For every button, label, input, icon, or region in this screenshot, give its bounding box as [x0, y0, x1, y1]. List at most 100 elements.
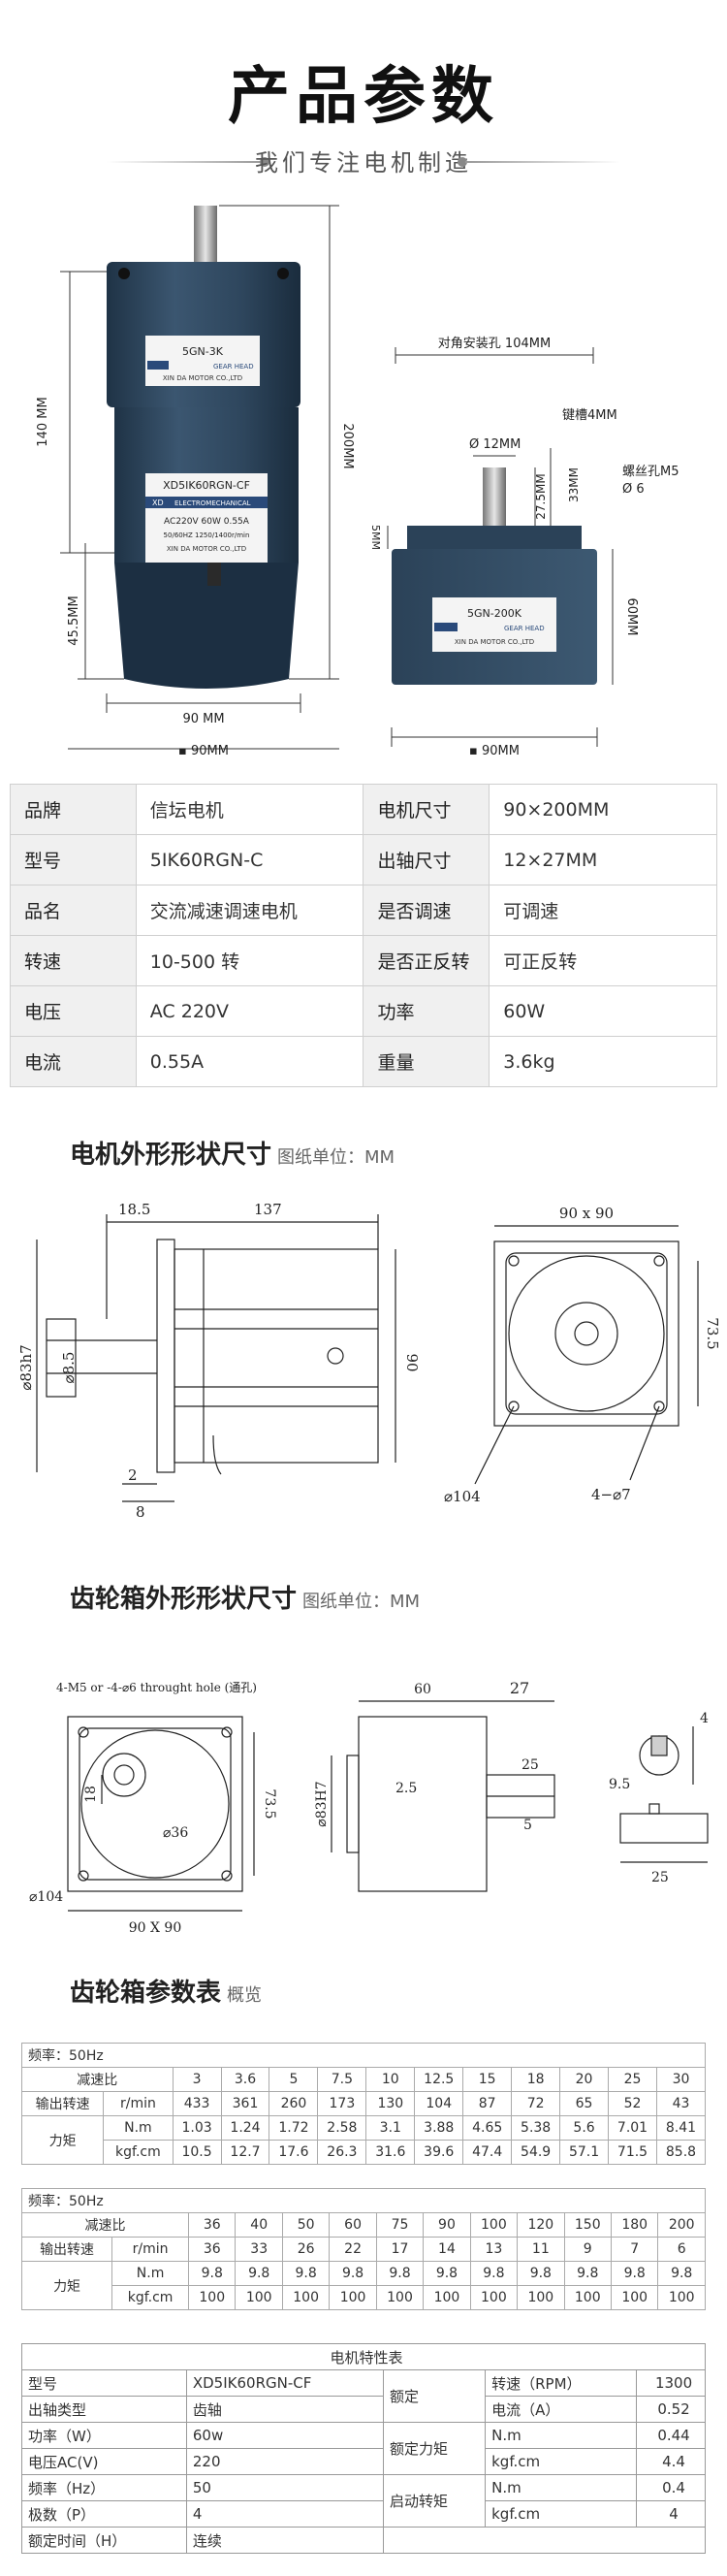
gear-nm-cell: 5.6	[559, 2115, 610, 2141]
gear-ratio-cell: 10	[365, 2067, 416, 2092]
header: 产品参数 我们专注电机制造	[0, 0, 727, 194]
spec-row: 品名交流减速调速电机是否调速可调速	[10, 885, 717, 936]
drawing-dim-137: 137	[254, 1201, 282, 1218]
gear-speed-cell: 7	[610, 2237, 659, 2262]
gear-speed-cell: 104	[414, 2091, 464, 2116]
gear-nm-unit: N.m	[103, 2115, 174, 2141]
gear-ratio-cell: 150	[563, 2212, 612, 2238]
gear-kgf-cell: 54.9	[511, 2140, 561, 2165]
motor-drawing: 18.5 137 ⌀83h7 ⌀8.5 90 2 8 90 x 90 73.5 …	[17, 1201, 721, 1521]
gear-drawing-title: 齿轮箱外形形状尺寸图纸单位：MM	[70, 1579, 420, 1615]
char-label-poles: 极数（P）	[21, 2500, 187, 2528]
gear-speed-label: 输出转速	[20, 2237, 113, 2262]
side-brand-text: GEAR HEAD	[504, 625, 545, 632]
spec-label: 品牌	[10, 784, 137, 835]
drawing-dim-83h7: ⌀83h7	[17, 1344, 35, 1390]
gear-nm-cell: 4.65	[462, 2115, 513, 2141]
gear-nm-cell: 1.72	[269, 2115, 319, 2141]
gear-nm-cell: 9.8	[469, 2261, 519, 2286]
gear-ratio-cell: 3.6	[220, 2067, 270, 2092]
gear-speed-cell: 72	[511, 2091, 561, 2116]
char-label-rpm: 转速（RPM）	[485, 2369, 638, 2397]
spec-label: 是否调速	[363, 885, 490, 936]
gear-ratio-cell: 15	[462, 2067, 513, 2092]
gear-speed-cell: 361	[220, 2091, 270, 2116]
gear-dim-90x90: 90 X 90	[129, 1920, 182, 1936]
char-label-freq: 频率（Hz）	[21, 2474, 187, 2501]
gear-kgf-cell: 100	[375, 2285, 425, 2310]
shaft	[194, 206, 217, 266]
gear-speed-label: 输出转速	[20, 2091, 105, 2116]
gear-kgf-cell: 100	[563, 2285, 612, 2310]
gear-nm-cell: 9.8	[657, 2261, 706, 2286]
spec-label: 功率	[363, 985, 490, 1037]
gear-speed-cell: 6	[657, 2237, 706, 2262]
gear-ratio-cell: 7.5	[317, 2067, 367, 2092]
spec-value: 12×27MM	[489, 834, 717, 886]
spec-label: 出轴尺寸	[363, 834, 490, 886]
dim-60: 60MM	[624, 598, 639, 636]
dim-140: 140 MM	[36, 397, 50, 446]
page-title: 产品参数	[228, 61, 499, 133]
gear-ratio-cell: 75	[375, 2212, 425, 2238]
motor-maker-text: XIN DA MOTOR CO.,LTD	[167, 545, 246, 553]
dim-200: 200MM	[340, 423, 355, 468]
gear-ratio-cell: 18	[511, 2067, 561, 2092]
char-value-duty: 连续	[185, 2527, 385, 2554]
drawing-dim-104: ⌀104	[444, 1488, 481, 1505]
dim-45-5: 45.5MM	[67, 596, 81, 645]
gear-drawing-title-text: 齿轮箱外形形状尺寸	[70, 1585, 298, 1614]
gear-kgf-cell: 100	[657, 2285, 706, 2310]
gear-speed-cell: 36	[188, 2237, 237, 2262]
gear-dim-2-5: 2.5	[395, 1781, 417, 1796]
gear-nm-cell: 9.8	[281, 2261, 331, 2286]
gear-dim-104: ⌀104	[29, 1889, 63, 1905]
gear-nm-cell: 9.8	[517, 2261, 565, 2286]
char-value-voltage: 220	[185, 2448, 385, 2475]
char-label-start-nm: N.m	[485, 2474, 638, 2501]
motor-spec2-text: 50/60HZ 1250/1400r/min	[164, 531, 250, 539]
gear-freq-caption: 频率：50Hz	[21, 2043, 706, 2068]
char-value-power: 60w	[185, 2422, 385, 2449]
gear-nm-cell: 9.8	[375, 2261, 425, 2286]
gear-ratio-cell: 60	[329, 2212, 377, 2238]
gear-speed-cell: 26	[281, 2237, 331, 2262]
header-dot-right	[458, 157, 467, 167]
dim-keyway: 键槽4MM	[562, 408, 617, 423]
gear-drawing-unit: 图纸单位：MM	[302, 1592, 421, 1612]
char-label-current: 电流（A）	[485, 2396, 638, 2423]
motor-fan-cover	[114, 563, 299, 689]
motor-photo: 5GN-3K GEAR HEAD XIN DA MOTOR CO.,LTD XD…	[36, 205, 680, 757]
spec-value: 信坛电机	[135, 784, 364, 835]
gear-ratio-cell: 5	[269, 2067, 319, 2092]
gear-speed-cell: 52	[608, 2091, 657, 2116]
gear-params-subtitle: 概览	[227, 1985, 263, 2006]
gear-ratio-cell: 180	[610, 2212, 659, 2238]
spec-label: 电机尺寸	[363, 784, 490, 835]
gear-kgf-cell: 100	[517, 2285, 565, 2310]
gear-nm-cell: 9.8	[235, 2261, 283, 2286]
gear-speed-cell: 22	[329, 2237, 377, 2262]
char-group-rated-torque: 额定力矩	[382, 2422, 487, 2475]
dim-5mm: 5MM	[369, 525, 382, 550]
gear-dim-25: 25	[522, 1757, 539, 1773]
gear-freq-row: 频率：50Hz	[21, 2188, 706, 2213]
gear-kgf-cell: 10.5	[172, 2140, 222, 2165]
gear-params-title: 齿轮箱参数表概览	[70, 1973, 262, 2009]
gear-speed-cell: 65	[559, 2091, 610, 2116]
gear-kgf-cell: 57.1	[559, 2140, 610, 2165]
spec-label: 电压	[10, 985, 137, 1037]
dim-27-5: 27.5MM	[534, 473, 548, 519]
gearhead-model-text: 5GN-3K	[182, 345, 224, 358]
motor-char-table: 电机特性表 型号 XD5IK60RGN-CF 额定 转速（RPM） 1300 出…	[21, 2343, 706, 2554]
gear-dim-4: 4	[700, 1711, 709, 1726]
gear-kgf-cell: 100	[423, 2285, 471, 2310]
drawing-dim-90x90: 90 x 90	[559, 1205, 614, 1222]
